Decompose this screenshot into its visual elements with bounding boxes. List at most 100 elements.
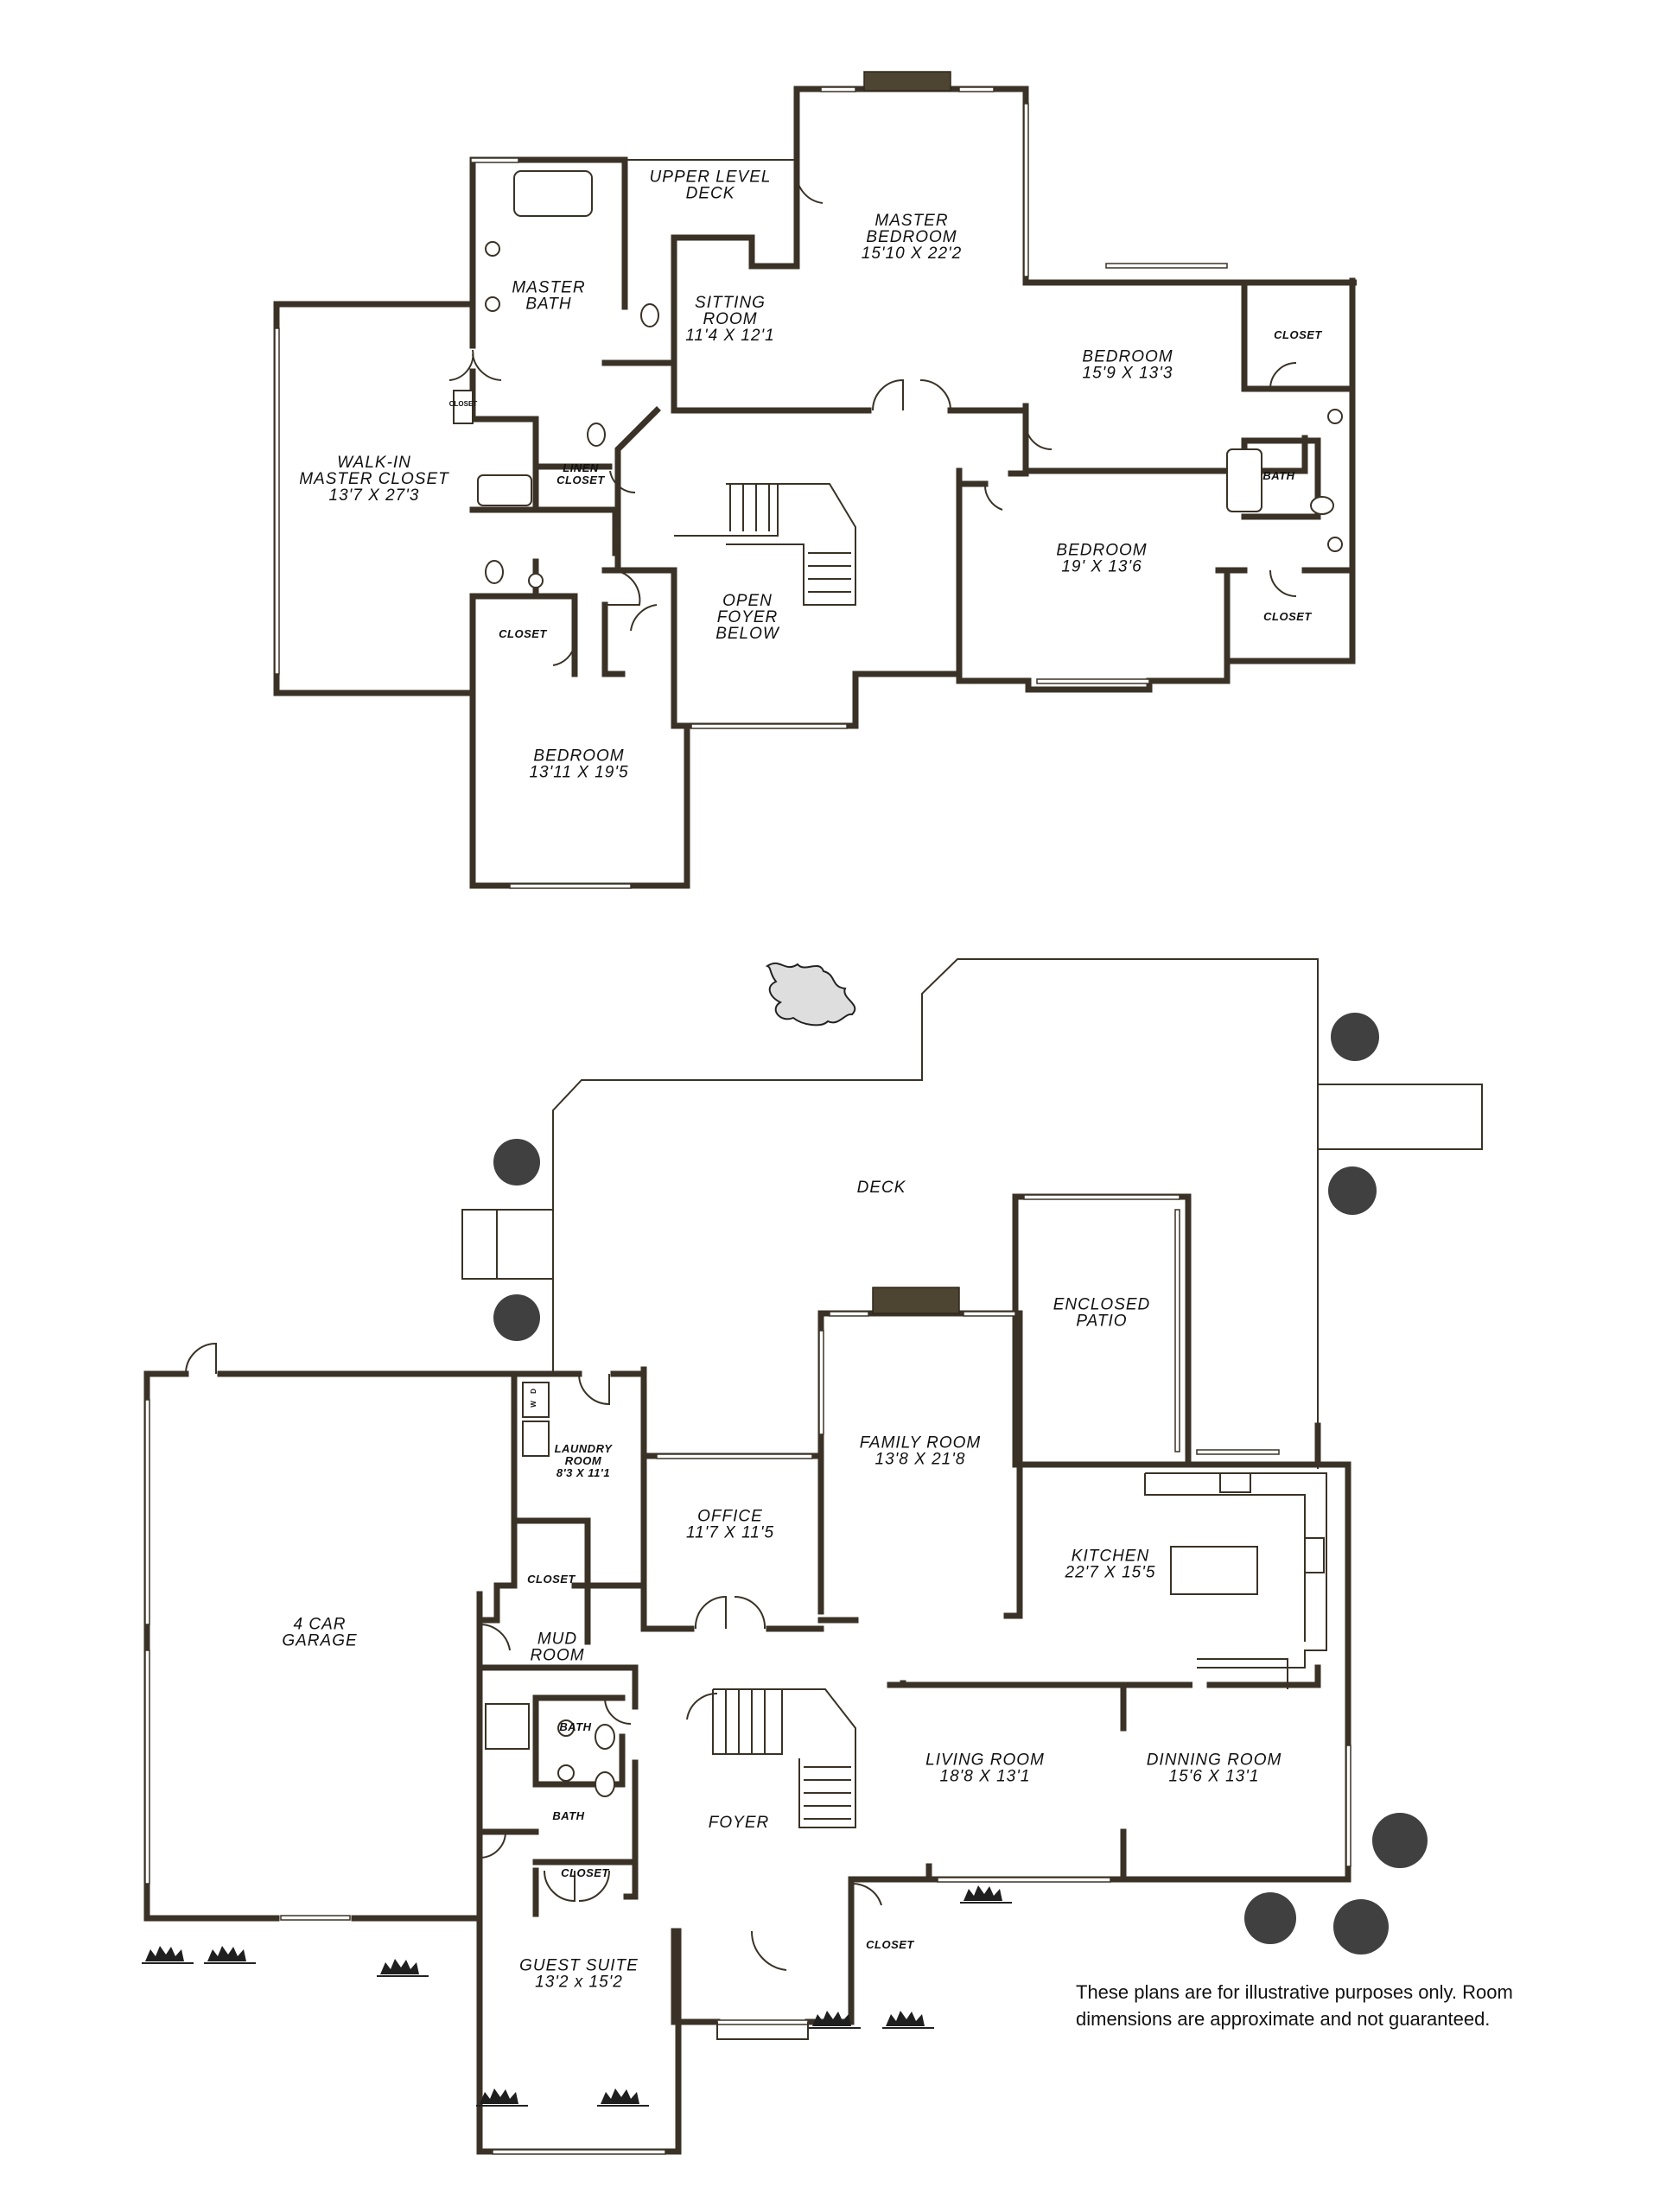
toilet-icon [587, 423, 606, 447]
room-label-bath-upper: BATH [559, 1720, 591, 1733]
room-label-line: FAMILY ROOM [860, 1434, 982, 1452]
toilet-icon [485, 560, 504, 584]
room-label-line: W [530, 1401, 537, 1408]
fireplace-main [872, 1287, 960, 1314]
enclosed-patio-walls [1012, 1193, 1192, 1468]
door-swing-icon [479, 1623, 511, 1651]
tree-icon [1244, 1892, 1296, 1944]
room-label-line: FOYER [709, 1814, 769, 1832]
room-label-line: LIVING ROOM [925, 1751, 1045, 1770]
main-window [1345, 1745, 1351, 1867]
door-swing-icon [694, 1595, 766, 1630]
room-label-line: FOYER [717, 608, 778, 626]
room-label-line: ROOM [703, 310, 757, 328]
door-swing-icon [795, 168, 824, 204]
upper-stair [674, 483, 856, 606]
upper-window [690, 723, 848, 729]
disclaimer-note: These plans are for illustrative purpose… [1076, 1981, 1513, 2030]
kitchen-peninsula [1197, 1658, 1288, 1689]
main-stair [712, 1688, 856, 1828]
shrub-icon [475, 2088, 529, 2107]
shrub-icon [881, 2010, 935, 2029]
main-window [1023, 1194, 1180, 1200]
room-label-line: 19' X 13'6 [1061, 558, 1142, 576]
door-swing-icon [850, 1882, 882, 1906]
main-window [829, 1311, 869, 1317]
dryer-box [522, 1421, 550, 1457]
upper-window [509, 883, 632, 889]
room-label-deck: DECK [857, 1179, 906, 1197]
room-label-bath-e: BATH [1262, 469, 1294, 482]
bathtub-icon [513, 170, 593, 217]
deck-outline [552, 958, 1483, 1469]
main-window [1174, 1209, 1180, 1452]
room-label-line: 15'9 X 13'3 [1083, 365, 1173, 383]
shrub-icon [203, 1945, 257, 1964]
room-label-line: BELOW [715, 625, 780, 643]
tree-icon [765, 962, 856, 1027]
door-swing-icon [544, 1870, 610, 1903]
toilet-icon [1310, 496, 1334, 515]
room-label-line: D [530, 1389, 537, 1394]
room-label-line: 13'2 x 15'2 [535, 1974, 623, 1992]
room-label-line: CLOSET [527, 1573, 576, 1586]
room-label-bath-lower: BATH [552, 1809, 584, 1822]
toilet-icon [595, 1724, 615, 1750]
open-foyer-walls [614, 480, 963, 729]
main-window [937, 1877, 1111, 1883]
door-swing-icon [479, 1831, 506, 1859]
door-swing-icon [872, 378, 951, 411]
door-swing-icon [609, 470, 636, 493]
door-swing-icon [185, 1342, 217, 1375]
door-swing-icon [1025, 423, 1053, 450]
room-label-line: BATH [552, 1809, 584, 1822]
sink-icon [1327, 409, 1343, 424]
door-swing-icon [1269, 362, 1297, 390]
room-label-line: ENCLOSED [1053, 1296, 1151, 1314]
sink-icon [528, 573, 544, 588]
door-swing-icon [983, 483, 1003, 511]
upper-level-plan [273, 71, 1357, 889]
room-label-line: OPEN [722, 592, 773, 610]
door-swing-icon [552, 643, 576, 666]
sink-icon [1327, 537, 1343, 552]
landscaping [141, 962, 1428, 2107]
door-swing-icon [1269, 569, 1297, 597]
room-label-line: BEDROOM [533, 747, 624, 766]
stair-treads [725, 1689, 851, 1820]
room-label-line: MASTER [512, 279, 585, 297]
bathtub-icon [1226, 448, 1262, 512]
kitchen-island [1170, 1546, 1258, 1595]
door-swing-icon [686, 1692, 718, 1720]
upper-deck-outline [624, 159, 797, 276]
east-bedroom-dividers [956, 437, 1248, 487]
main-window [1196, 1449, 1280, 1455]
tree-icon [1331, 1013, 1379, 1061]
room-label-line: 11'7 X 11'5 [686, 1524, 774, 1542]
room-label-line: 4 CAR [294, 1616, 347, 1634]
upper-window [1023, 103, 1029, 277]
room-label-line: MASTER [874, 212, 948, 230]
laundry-mud-walls [476, 1370, 647, 1671]
fireplace-upper [863, 71, 951, 92]
room-label-line: 11'4 X 12'1 [685, 327, 774, 345]
closet-small-box [453, 390, 474, 424]
main-window [963, 1311, 1016, 1317]
deck-steps [461, 1209, 554, 1280]
room-label-line: CLOSET [499, 627, 547, 640]
room-label-line: BEDROOM [1056, 542, 1147, 560]
room-label-washer: W [530, 1401, 537, 1408]
